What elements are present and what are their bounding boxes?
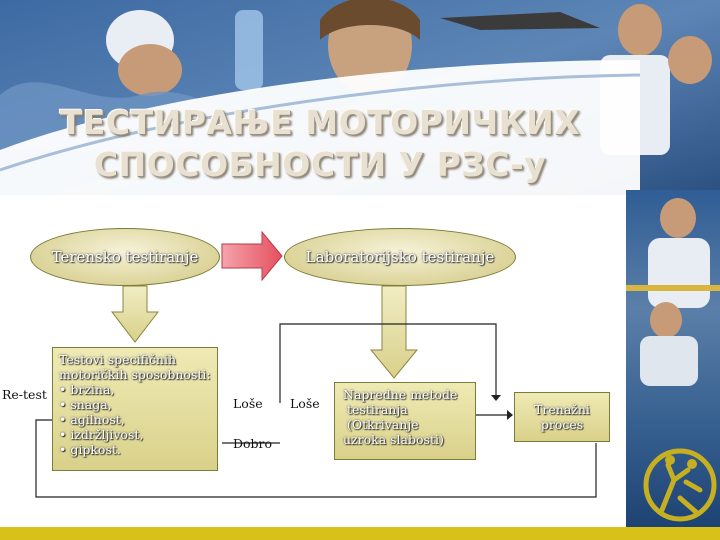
field-down-arrow (110, 285, 160, 343)
advanced-line-4: uzroka slabosti) (343, 432, 444, 447)
bottom-accent-bar (0, 527, 720, 540)
bad-label-left: Loše (233, 396, 263, 411)
advanced-methods-box: Napredne metode testiranja (Otkrivanje u… (334, 382, 476, 460)
advanced-line-1: Napredne metode (343, 387, 458, 402)
tests-line-1: Testovi specifičnih (59, 352, 177, 367)
tests-item: • gipkost. (59, 442, 121, 457)
tests-item: • izdržljivost, (59, 427, 144, 442)
tests-item: • agilnost, (59, 412, 125, 427)
motor-tests-box: Testovi specifičnih motoričkih sposobnos… (52, 347, 218, 471)
advanced-line-3: (Otkrivanje (347, 417, 419, 432)
tests-item: • snaga, (59, 397, 112, 412)
lab-testing-node: Laboratorijsko testiranje (284, 228, 516, 286)
retest-label: Re-test (2, 387, 47, 402)
slide-title: ТЕСТИРАЊЕ МОТОРИЧКИХ СПОСОБНОСТИ У РЗС-у (0, 102, 640, 186)
tests-item: • brzina, (59, 382, 115, 397)
retest-loop-line (35, 419, 597, 498)
header-banner (0, 0, 720, 220)
field-testing-node: Terensko testiranje (30, 228, 220, 286)
advanced-line-2: testiranja (347, 402, 408, 417)
field-testing-label: Terensko testiranje (51, 248, 199, 266)
athletes-photo-collage (0, 0, 720, 220)
good-label: Dobro (233, 436, 273, 451)
sports-association-logo (643, 448, 717, 522)
title-line-2: СПОСОБНОСТИ У РЗС-у (93, 145, 547, 184)
bad-label-right: Loše (290, 396, 320, 411)
training-process-box: Trenažni proces (514, 392, 610, 442)
tests-line-2: motoričkih sposobnosti: (59, 367, 211, 382)
lab-testing-label: Laboratorijsko testiranje (305, 248, 495, 266)
bad-loop-line (279, 323, 497, 403)
lab-down-arrow (369, 285, 419, 379)
training-line-1: Trenažni (534, 402, 590, 417)
training-line-2: proces (540, 417, 584, 432)
title-line-1: ТЕСТИРАЊЕ МОТОРИЧКИХ (59, 103, 581, 142)
field-to-lab-arrow (221, 230, 283, 282)
